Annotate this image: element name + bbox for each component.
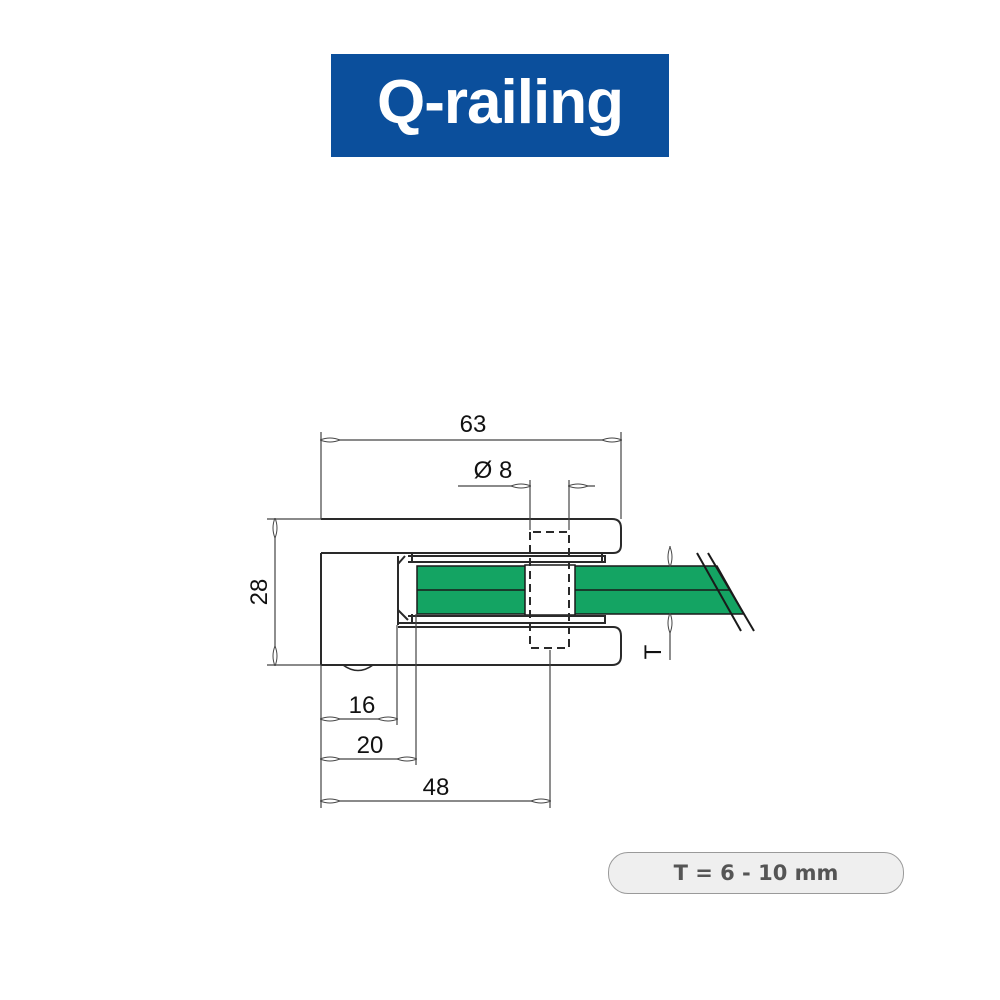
dim-48-label: 48 [423,774,450,801]
q-railing-logo: Q-railing [331,54,669,157]
logo-text: Q-railing [377,67,624,137]
dim-t-label: T [640,644,667,659]
dim-diameter-label: Ø 8 [474,457,513,484]
thickness-badge-text: T = 6 - 10 mm [673,861,839,885]
dim-20-label: 20 [357,732,384,759]
dim-28-label: 28 [246,579,273,606]
dimension-lines [267,432,670,808]
glass-panel [416,552,755,632]
clamp-body [320,518,622,672]
dim-63-label: 63 [460,411,487,438]
dim-16-label: 16 [349,692,376,719]
thickness-badge: T = 6 - 10 mm [608,852,904,894]
